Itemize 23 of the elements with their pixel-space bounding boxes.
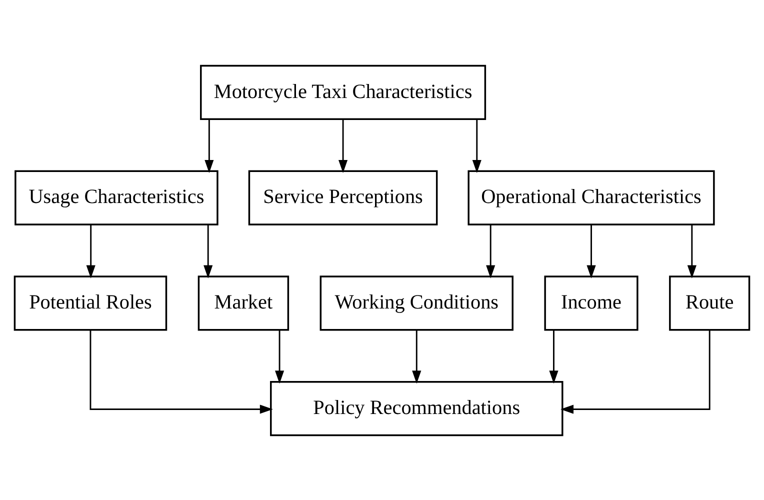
arrow: [274, 330, 284, 384]
arrow: [338, 119, 348, 172]
node-box: Income: [544, 275, 638, 330]
arrow: [486, 224, 496, 278]
node-box: Operational Characteristics: [468, 170, 715, 225]
arrow: [549, 330, 558, 384]
arrow: [687, 224, 696, 278]
arrow: [204, 224, 213, 278]
arrow: [90, 329, 273, 414]
node-box: Market: [198, 275, 290, 330]
node-box: Potential Roles: [14, 275, 168, 330]
node-box: Usage Characteristics: [14, 170, 218, 225]
arrow: [204, 119, 214, 172]
node-box: Motorcycle Taxi Characteristics: [200, 64, 486, 120]
arrow: [472, 119, 482, 172]
arrow: [586, 224, 596, 278]
arrow: [560, 329, 710, 414]
node-box: Working Conditions: [320, 275, 514, 330]
node-box: Route: [669, 275, 750, 330]
arrow: [412, 330, 422, 384]
node-box: Policy Recommendations: [270, 380, 564, 436]
arrow: [86, 224, 96, 278]
node-box: Service Perceptions: [248, 170, 438, 225]
